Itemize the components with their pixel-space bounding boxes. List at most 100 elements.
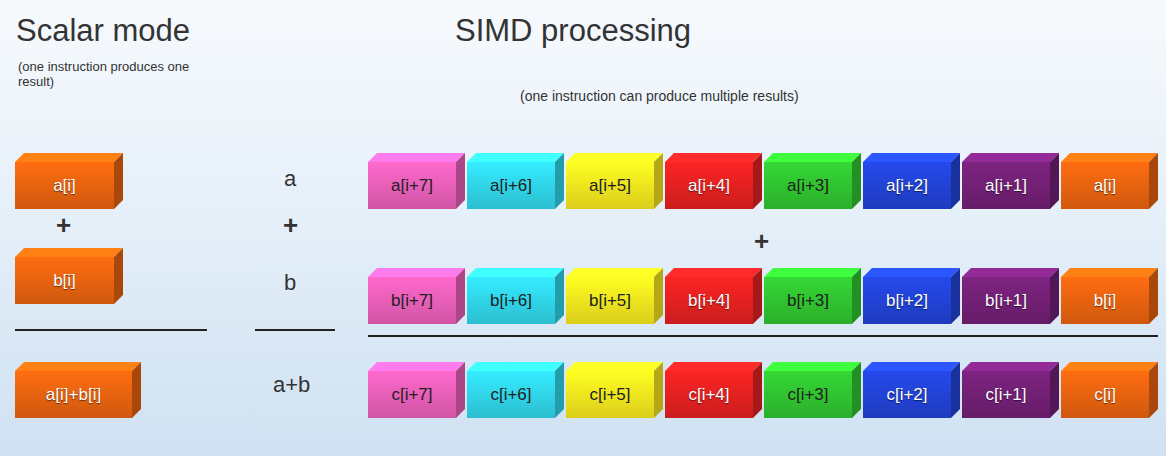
box-front-face: [665, 371, 753, 418]
box-top-face: [15, 153, 123, 162]
box-side-face: [852, 153, 861, 209]
element-label: a[i+5]: [589, 176, 631, 196]
element-label: c[i]: [1094, 385, 1116, 405]
box-side-face: [114, 248, 123, 304]
box-face: b[i]: [15, 257, 114, 304]
box-side-face: [456, 268, 465, 324]
element-label: c[i+1]: [985, 385, 1026, 405]
vector-element-box: b[i+6]: [467, 268, 564, 324]
box-side-face: [1050, 362, 1059, 418]
box-side-face: [654, 268, 663, 324]
box-side-face: [555, 362, 564, 418]
box-face: b[i+1]: [962, 277, 1050, 324]
box-top-face: [368, 362, 465, 371]
box-face: b[i+4]: [665, 277, 753, 324]
box-front-face: [566, 162, 654, 209]
box-front-face: [368, 277, 456, 324]
box-face: c[i+2]: [863, 371, 951, 418]
box-side-face: [951, 362, 960, 418]
box-front-face: [863, 277, 951, 324]
box-face: a[i]+b[i]: [15, 371, 132, 418]
box-side-face: [654, 153, 663, 209]
operator-text: +: [56, 211, 71, 241]
heading-text: (one instruction can produce multiple re…: [520, 88, 799, 104]
box-top-face: [1061, 153, 1158, 162]
vector-element-box: b[i+5]: [566, 268, 663, 324]
box-top-face: [665, 362, 762, 371]
box-side-face: [753, 153, 762, 209]
element-label: b[i+4]: [688, 291, 730, 311]
box-top-face: [764, 153, 861, 162]
box-face: b[i+6]: [467, 277, 555, 324]
vector-element-box: a[i]: [15, 153, 123, 209]
box-face: a[i+3]: [764, 162, 852, 209]
box-face: c[i+3]: [764, 371, 852, 418]
box-face: c[i+4]: [665, 371, 753, 418]
box-front-face: [1061, 277, 1149, 324]
vector-element-box: a[i+7]: [368, 153, 465, 209]
vector-element-box: b[i+1]: [962, 268, 1059, 324]
box-front-face: [665, 277, 753, 324]
box-top-face: [962, 268, 1059, 277]
element-label: c[i+6]: [490, 385, 531, 405]
box-top-face: [467, 268, 564, 277]
vector-element-box: c[i+5]: [566, 362, 663, 418]
vector-element-box: b[i]: [1061, 268, 1158, 324]
vector-element-box: a[i]+b[i]: [15, 362, 141, 418]
box-side-face: [753, 362, 762, 418]
box-front-face: [15, 257, 114, 304]
element-label: b[i+1]: [985, 291, 1027, 311]
element-label: c[i+4]: [688, 385, 729, 405]
element-label: b[i+5]: [589, 291, 631, 311]
box-side-face: [456, 362, 465, 418]
element-label: a[i]: [1094, 176, 1117, 196]
box-front-face: [863, 371, 951, 418]
vector-element-box: b[i]: [15, 248, 123, 304]
element-label: a[i+2]: [886, 176, 928, 196]
box-face: a[i+7]: [368, 162, 456, 209]
box-top-face: [566, 268, 663, 277]
box-side-face: [852, 362, 861, 418]
box-face: a[i]: [15, 162, 114, 209]
box-front-face: [15, 371, 132, 418]
box-side-face: [114, 153, 123, 209]
operator-text: b: [284, 270, 296, 295]
vector-element-box: a[i+4]: [665, 153, 762, 209]
vector-element-box: a[i+2]: [863, 153, 960, 209]
box-face: c[i+5]: [566, 371, 654, 418]
operator-text: +: [283, 211, 298, 241]
box-side-face: [852, 268, 861, 324]
element-label: a[i]+b[i]: [46, 385, 101, 405]
box-side-face: [555, 268, 564, 324]
box-side-face: [456, 153, 465, 209]
box-face: a[i]: [1061, 162, 1149, 209]
element-label: c[i+5]: [589, 385, 630, 405]
box-face: c[i+6]: [467, 371, 555, 418]
box-face: a[i+4]: [665, 162, 753, 209]
box-front-face: [1061, 162, 1149, 209]
box-front-face: [368, 371, 456, 418]
box-top-face: [665, 153, 762, 162]
vector-element-box: a[i]: [1061, 153, 1158, 209]
vector-element-box: b[i+3]: [764, 268, 861, 324]
element-label: b[i+2]: [886, 291, 928, 311]
box-side-face: [1050, 268, 1059, 324]
vector-element-box: b[i+7]: [368, 268, 465, 324]
vector-element-box: c[i+4]: [665, 362, 762, 418]
heading-text: Scalar mode: [16, 13, 190, 49]
box-face: c[i+7]: [368, 371, 456, 418]
heading-text: SIMD processing: [455, 13, 691, 49]
vector-element-box: c[i]: [1061, 362, 1158, 418]
box-top-face: [467, 153, 564, 162]
operator-text: +: [754, 227, 769, 257]
box-side-face: [951, 268, 960, 324]
box-top-face: [368, 268, 465, 277]
box-side-face: [132, 362, 141, 418]
box-face: b[i]: [1061, 277, 1149, 324]
box-front-face: [764, 277, 852, 324]
box-face: b[i+5]: [566, 277, 654, 324]
box-face: b[i+2]: [863, 277, 951, 324]
element-label: a[i+7]: [391, 176, 433, 196]
box-front-face: [665, 162, 753, 209]
